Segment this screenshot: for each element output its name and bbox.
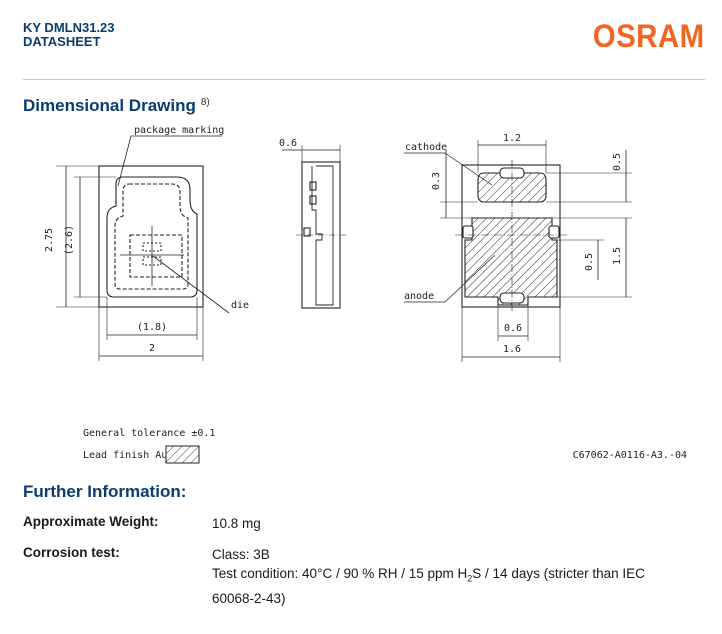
- label-dim-03: 0.3: [431, 172, 442, 190]
- side-notch-c: [303, 227, 311, 237]
- die-pad-inner-dashed: [114, 183, 189, 290]
- cathode-leader: [444, 152, 493, 186]
- marking-leader: [117, 135, 132, 187]
- bottom-outline: [461, 164, 561, 308]
- corrosion-label: Corrosion test:: [23, 545, 120, 560]
- drawing-title: Dimensional Drawing: [23, 96, 196, 115]
- osram-logo: OSRAM: [593, 18, 705, 54]
- corrosion-class: Class: 3B: [212, 547, 270, 562]
- anode-leader: [444, 254, 496, 303]
- label-dim-06-side: 0.6: [279, 138, 297, 149]
- label-dim-05-mid: 0.5: [584, 253, 595, 271]
- dimensional-drawing-heading: Dimensional Drawing 8): [23, 96, 210, 116]
- general-tolerance: General tolerance ±0.1: [83, 428, 215, 439]
- label-dim-06-bot: 0.6: [504, 323, 522, 334]
- dimensional-drawing: package marking die 2.75 (2.6) (1.8) 2 0…: [44, 125, 687, 464]
- label-dim-15: 1.5: [612, 247, 623, 265]
- label-dim-26: (2.6): [64, 225, 75, 255]
- label-package-marking: package marking: [134, 125, 224, 136]
- corrosion-standard: 60068-2-43): [212, 590, 286, 606]
- lead-finish-swatch: [165, 445, 200, 464]
- label-dim-18: (1.8): [137, 322, 167, 333]
- corrosion-value: Class: 3B Test condition: 40°C / 90 % RH…: [212, 545, 645, 608]
- side-notch-a: [309, 181, 317, 191]
- weight-value: 10.8 mg: [212, 516, 261, 531]
- bottom-view: [404, 140, 632, 362]
- side-inner: [311, 165, 334, 306]
- label-dim-05-top: 0.5: [612, 153, 623, 171]
- doc-type: DATASHEET: [23, 34, 101, 49]
- weight-label: Approximate Weight:: [23, 514, 159, 529]
- corrosion-condition: Test condition: 40°C / 90 % RH / 15 ppm …: [212, 566, 645, 584]
- label-dim-275: 2.75: [44, 228, 55, 252]
- die-area-dashed: [129, 234, 183, 278]
- drawing-number: C67062-A0116-A3.-04: [573, 450, 687, 461]
- side-notch-b: [309, 195, 317, 205]
- die-pad-outline: [106, 176, 198, 298]
- label-dim-2: 2: [149, 343, 155, 354]
- top-view: [56, 135, 230, 361]
- product-name: KY DMLN31.23: [23, 20, 115, 35]
- label-die: die: [231, 300, 249, 311]
- die-leader: [152, 255, 230, 314]
- label-anode: anode: [404, 291, 434, 302]
- header-title: KY DMLN31.23 DATASHEET: [23, 21, 115, 49]
- further-information-heading: Further Information:: [23, 482, 187, 501]
- package-outline: [98, 165, 204, 308]
- header-divider: [23, 79, 705, 80]
- anode-pad: [464, 217, 558, 306]
- label-dim-12: 1.2: [503, 133, 521, 144]
- drawing-footnote: 8): [200, 97, 210, 108]
- lead-finish-label: Lead finish Au: [83, 450, 167, 461]
- label-dim-16: 1.6: [503, 344, 521, 355]
- label-cathode: cathode: [405, 142, 447, 153]
- side-view: [282, 145, 346, 309]
